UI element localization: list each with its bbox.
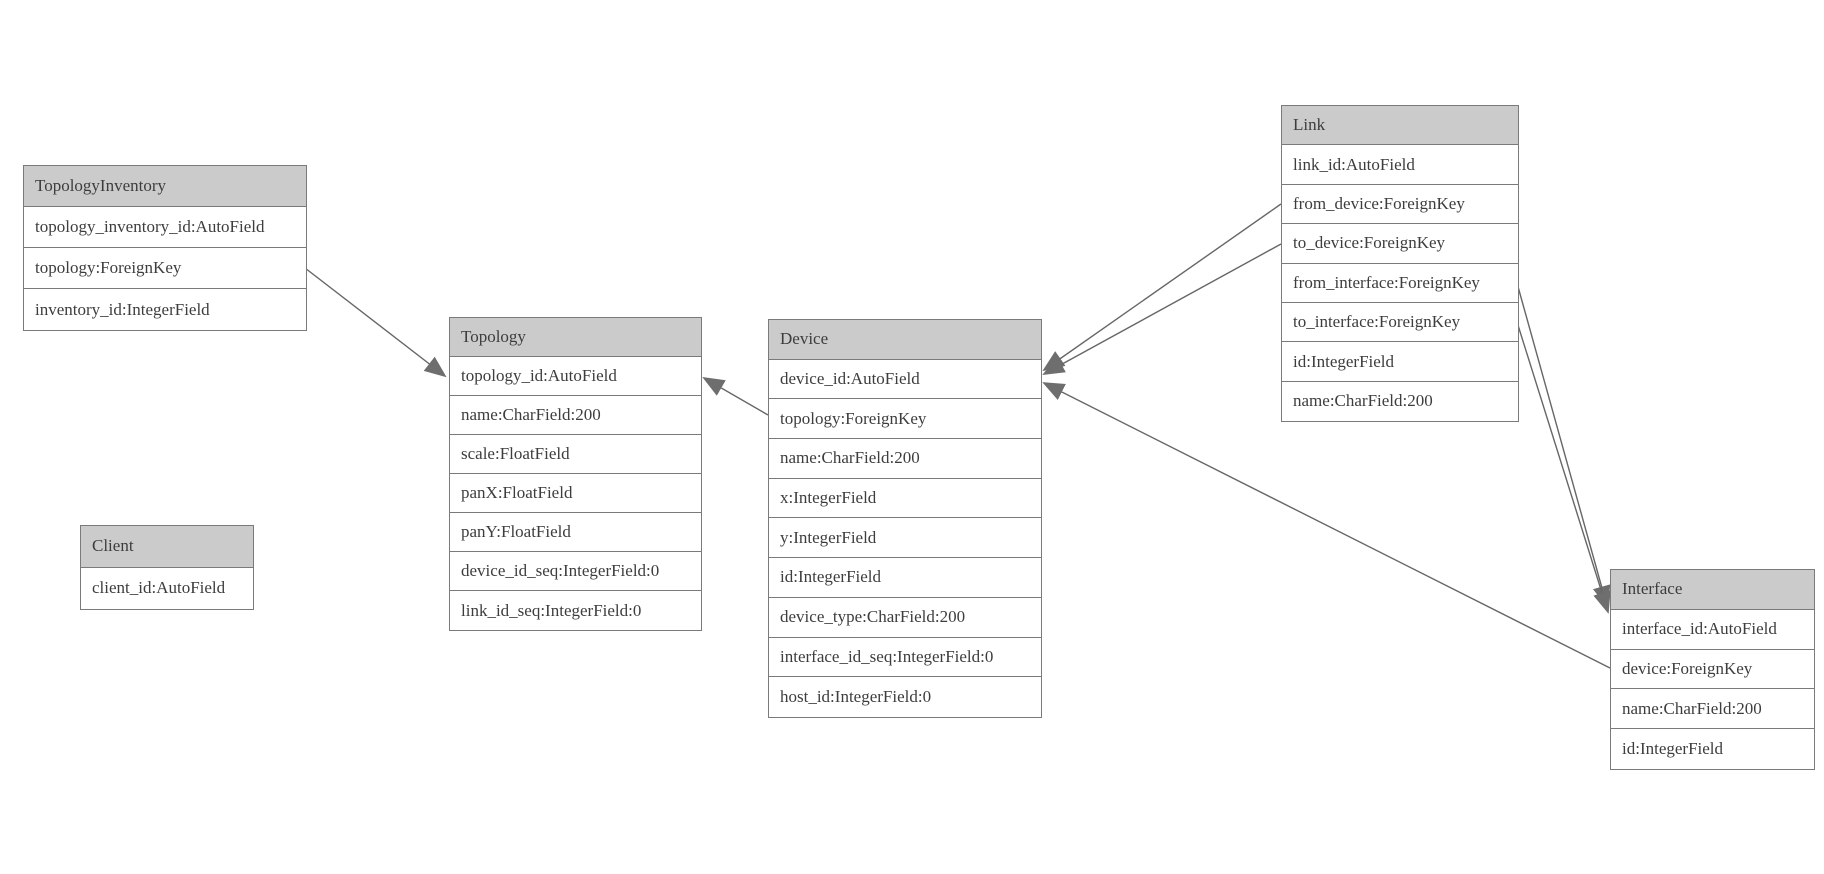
- relation-line: [1042, 382, 1611, 669]
- relation-line: [304, 267, 447, 378]
- entity-field: to_interface:ForeignKey: [1282, 302, 1518, 343]
- entity-field: name:CharField:200: [769, 439, 1041, 479]
- entity-field: from_device:ForeignKey: [1282, 184, 1518, 225]
- entity-field: id:IntegerField: [1611, 729, 1814, 769]
- entity-field: x:IntegerField: [769, 478, 1041, 519]
- entity-field: panX:FloatField: [450, 474, 701, 513]
- entity-field: host_id:IntegerField:0: [769, 677, 1041, 717]
- entity-title: Topology: [450, 318, 701, 357]
- relation-line: [1516, 282, 1611, 608]
- entity-title: Client: [81, 526, 253, 568]
- entity-field: name:CharField:200: [450, 396, 701, 435]
- entity-field: topology:ForeignKey: [769, 399, 1041, 440]
- relation-line: [1042, 203, 1282, 372]
- entity-field: name:CharField:200: [1611, 689, 1814, 730]
- entity-field: inventory_id:IntegerField: [24, 289, 306, 330]
- entity-field: to_device:ForeignKey: [1282, 224, 1518, 264]
- entity-field: link_id:AutoField: [1282, 145, 1518, 185]
- entity-field: client_id:AutoField: [81, 567, 253, 609]
- entity-field: device_type:CharField:200: [769, 597, 1041, 638]
- entity-title: Link: [1282, 106, 1518, 146]
- entity-field: interface_id_seq:IntegerField:0: [769, 637, 1041, 678]
- entity-field: topology:ForeignKey: [24, 248, 306, 289]
- entity-title: Interface: [1611, 570, 1814, 610]
- entity-field: id:IntegerField: [1282, 342, 1518, 382]
- relation-line: [1042, 243, 1282, 375]
- entity-field: scale:FloatField: [450, 435, 701, 474]
- entity-title: TopologyInventory: [24, 166, 306, 207]
- entity-field: name:CharField:200: [1282, 381, 1518, 422]
- entity-title: Device: [769, 320, 1041, 360]
- entity-field: device_id_seq:IntegerField:0: [450, 552, 701, 591]
- entity-field: link_id_seq:IntegerField:0: [450, 591, 701, 630]
- entity-field: id:IntegerField: [769, 558, 1041, 598]
- entity-field: device_id:AutoField: [769, 359, 1041, 400]
- entity-field: from_interface:ForeignKey: [1282, 263, 1518, 303]
- entity-field: device:ForeignKey: [1611, 649, 1814, 690]
- entity-field: topology_id:AutoField: [450, 357, 701, 396]
- entity-field: panY:FloatField: [450, 513, 701, 552]
- relation-line: [1516, 321, 1611, 614]
- entity-field: topology_inventory_id:AutoField: [24, 207, 306, 248]
- entity-field: interface_id:AutoField: [1611, 609, 1814, 650]
- relation-line: [702, 376, 769, 416]
- entity-field: y:IntegerField: [769, 518, 1041, 559]
